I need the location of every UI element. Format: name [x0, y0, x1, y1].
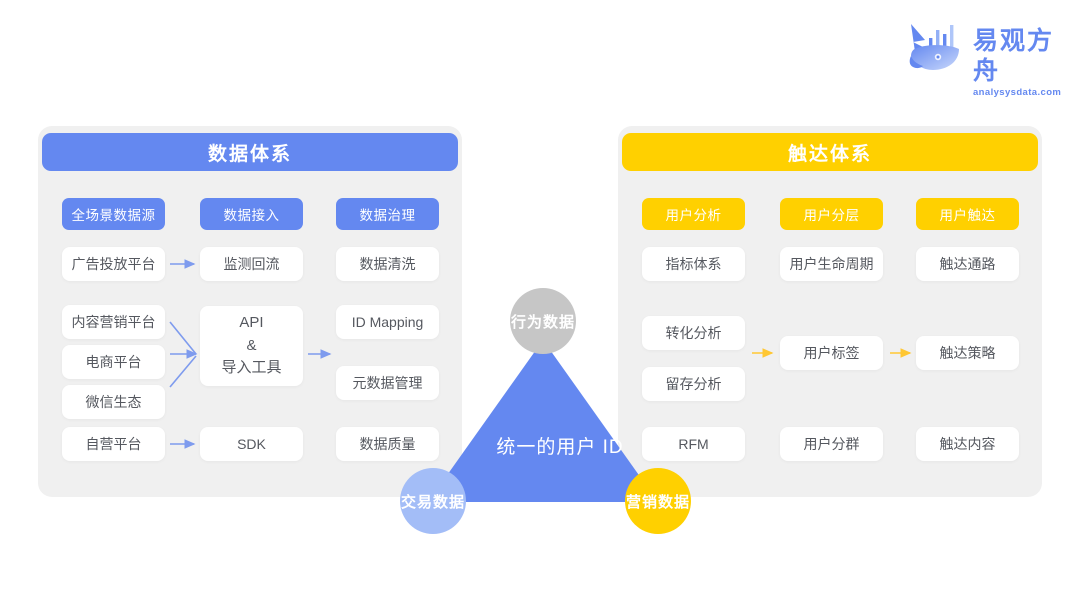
left-column-header-3[interactable]: 数据治理: [336, 198, 439, 230]
api-line-3: 导入工具: [221, 359, 282, 377]
right-column-header-3[interactable]: 用户触达: [916, 198, 1019, 230]
left-item-metadata-management[interactable]: 元数据管理: [336, 366, 439, 400]
left-item-ecommerce[interactable]: 电商平台: [62, 345, 165, 379]
brand-name-cn: 易观方舟: [973, 27, 1055, 85]
api-line-1: API: [239, 314, 264, 332]
left-column-header-1[interactable]: 全场景数据源: [62, 198, 165, 230]
left-item-ad-platform[interactable]: 广告投放平台: [62, 247, 165, 281]
left-item-data-cleaning[interactable]: 数据清洗: [336, 247, 439, 281]
right-item-reach-content[interactable]: 触达内容: [916, 427, 1019, 461]
right-item-metric-system[interactable]: 指标体系: [642, 247, 745, 281]
left-item-content-marketing[interactable]: 内容营销平台: [62, 305, 165, 339]
unified-id-triangle: 统一的用户 ID 行为数据 交易数据 营销数据: [400, 280, 720, 555]
right-panel-title: 触达体系: [622, 133, 1038, 171]
left-item-data-quality[interactable]: 数据质量: [336, 427, 439, 461]
right-panel: 触达体系 用户分析 用户分层 用户触达 指标体系 转化分析 留存分析 RFM 用…: [618, 126, 1042, 497]
node-behavior-data[interactable]: 行为数据: [510, 288, 576, 354]
left-panel-title: 数据体系: [42, 133, 458, 171]
right-item-user-segments[interactable]: 用户分群: [780, 427, 883, 461]
left-item-id-mapping[interactable]: ID Mapping: [336, 305, 439, 339]
right-column-header-2[interactable]: 用户分层: [780, 198, 883, 230]
right-item-rfm[interactable]: RFM: [642, 427, 745, 461]
right-item-conversion-analysis[interactable]: 转化分析: [642, 316, 745, 350]
left-item-wechat[interactable]: 微信生态: [62, 385, 165, 419]
api-line-2: &: [246, 336, 257, 354]
brand-name-en: analysysdata.com: [973, 87, 1062, 98]
brand-text: 易观方舟 analysysdata.com: [973, 26, 1061, 99]
whale-bar-chart-icon: [905, 18, 967, 74]
brand-logo: 易观方舟 analysysdata.com: [905, 18, 1061, 98]
triangle-shape: [428, 340, 658, 502]
right-item-reach-strategy[interactable]: 触达策略: [916, 336, 1019, 370]
left-item-monitor-return[interactable]: 监测回流: [200, 247, 303, 281]
node-marketing-data[interactable]: 营销数据: [625, 468, 691, 534]
right-item-user-lifecycle[interactable]: 用户生命周期: [780, 247, 883, 281]
left-column-header-2[interactable]: 数据接入: [200, 198, 303, 230]
node-transaction-data[interactable]: 交易数据: [400, 468, 466, 534]
left-panel: 数据体系 全场景数据源 数据接入 数据治理 广告投放平台 内容营销平台 电商平台…: [38, 126, 462, 497]
right-item-reach-channel[interactable]: 触达通路: [916, 247, 1019, 281]
left-item-api-import-tool[interactable]: API & 导入工具: [200, 306, 303, 386]
right-column-header-1[interactable]: 用户分析: [642, 198, 745, 230]
right-item-user-tags[interactable]: 用户标签: [780, 336, 883, 370]
right-item-retention-analysis[interactable]: 留存分析: [642, 367, 745, 401]
left-item-owned-platform[interactable]: 自营平台: [62, 427, 165, 461]
triangle-label: 统一的用户 ID: [496, 437, 624, 458]
left-item-sdk[interactable]: SDK: [200, 427, 303, 461]
